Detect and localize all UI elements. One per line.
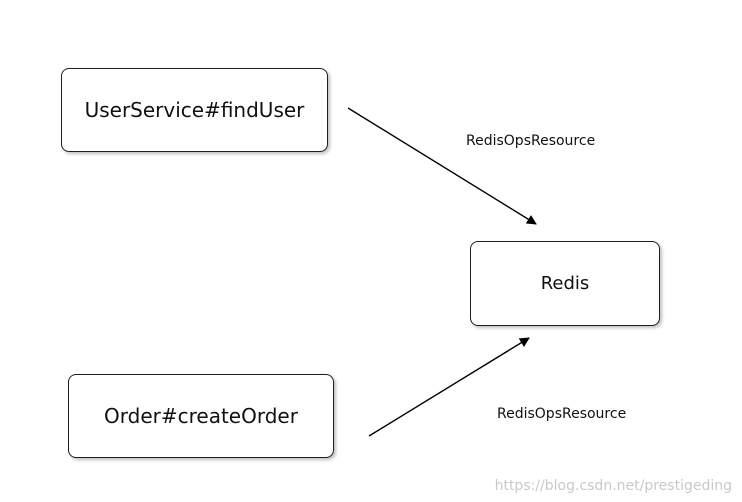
order-label: Order#createOrder	[104, 404, 298, 428]
user-service-node: UserService#findUser	[61, 68, 328, 152]
edge-user-to-redis	[347, 107, 537, 225]
redis-node: Redis	[470, 241, 660, 326]
edge-order-to-redis	[368, 337, 530, 437]
user-service-label: UserService#findUser	[84, 98, 305, 122]
order-node: Order#createOrder	[68, 374, 334, 458]
watermark: https://blog.csdn.net/prestigeding	[494, 478, 732, 494]
edge-label-top: RedisOpsResource	[466, 133, 596, 149]
redis-label: Redis	[540, 273, 590, 294]
edge-label-bottom: RedisOpsResource	[497, 406, 627, 422]
